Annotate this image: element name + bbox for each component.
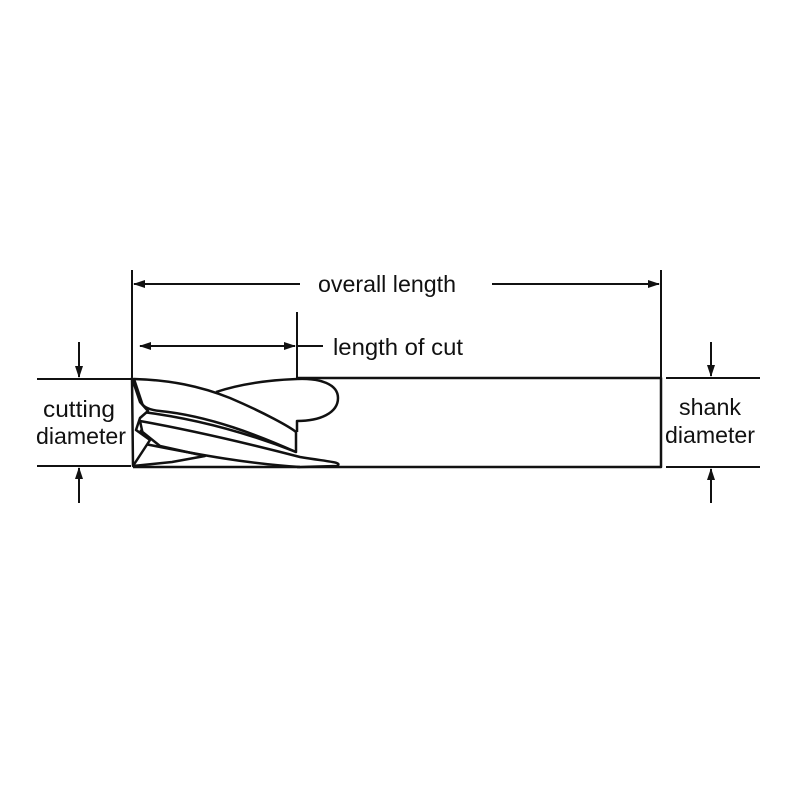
overall-length-label: overall length xyxy=(318,271,456,297)
end-mill-tool xyxy=(130,376,663,469)
flute-lower-sweep xyxy=(138,419,340,469)
tip-lower-facet xyxy=(132,429,207,468)
cutting-diameter-dimension: cutting diameter xyxy=(36,342,131,503)
flute-rear-lobe-edge xyxy=(215,377,298,394)
shank-body xyxy=(297,376,663,469)
cutting-diameter-label-line2: diameter xyxy=(36,423,126,449)
shank-diameter-dimension: shank diameter xyxy=(665,342,760,503)
shank-diameter-label-line1: shank xyxy=(679,394,742,420)
flute-mid-groove xyxy=(142,410,297,454)
length-of-cut-label: length of cut xyxy=(333,334,464,360)
length-of-cut-dimension: length of cut xyxy=(139,312,464,379)
shank-diameter-label-line2: diameter xyxy=(665,422,755,448)
cutting-diameter-label-line1: cutting xyxy=(43,396,115,422)
overall-length-dimension: overall length xyxy=(131,270,662,377)
cutting-tip xyxy=(130,376,152,468)
flute-rear-lobe xyxy=(295,377,340,432)
